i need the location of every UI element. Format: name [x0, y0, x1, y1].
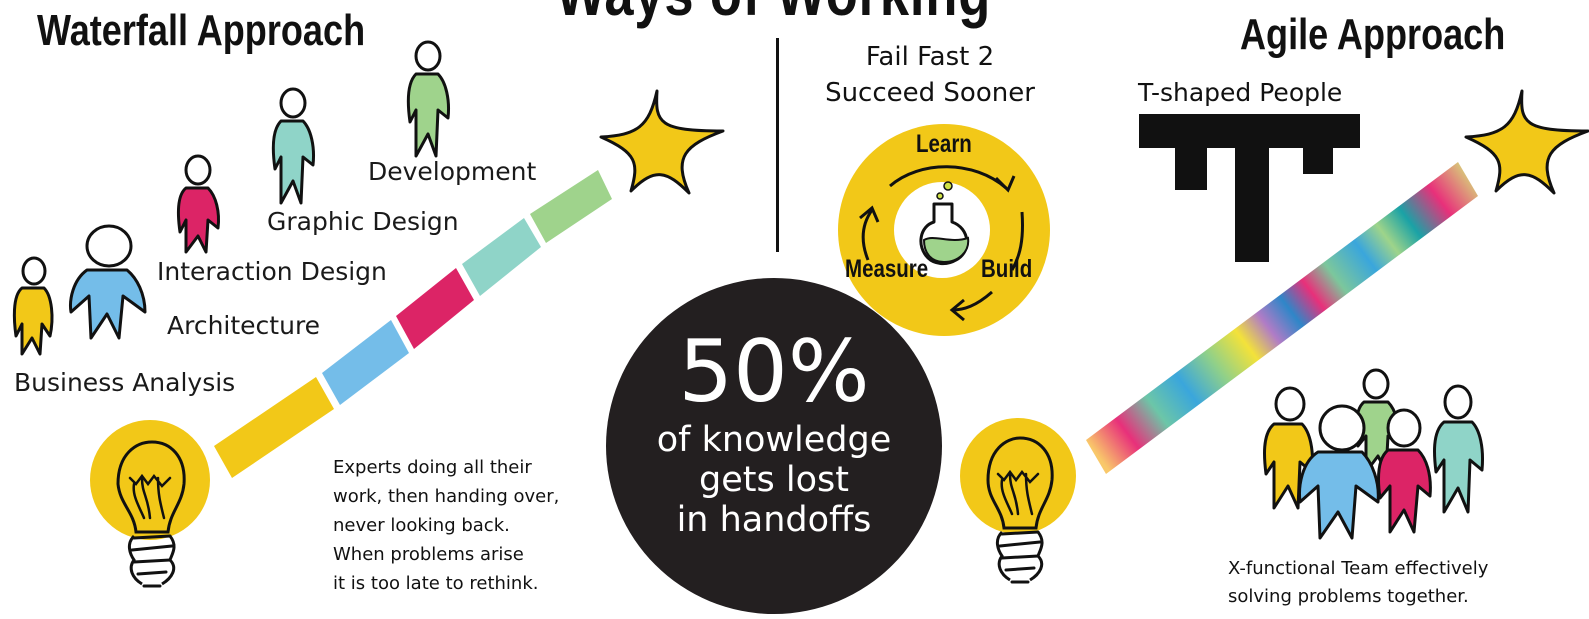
stat-value: 50% — [678, 322, 870, 422]
person-icon — [1298, 404, 1380, 540]
person-icon — [176, 154, 220, 254]
star-icon — [599, 89, 725, 195]
person-icon — [69, 224, 147, 340]
page-title: Ways of Working — [556, 0, 991, 30]
build-measure-learn-cycle — [838, 124, 1050, 336]
tshape-label: T-shaped People — [1138, 78, 1343, 107]
waterfall-heading: Waterfall Approach — [37, 6, 366, 55]
stat-caption-line: gets lost — [699, 460, 849, 500]
stat-caption-line: of knowledge — [656, 420, 892, 460]
waterfall-note-line: When problems arise — [333, 544, 524, 565]
person-icon — [271, 87, 315, 205]
waterfall-bar-segment-development — [530, 170, 612, 243]
role-label-graphic-design: Graphic Design — [267, 207, 459, 236]
section-divider — [776, 38, 779, 252]
person-icon — [1376, 408, 1432, 534]
person-icon — [1432, 384, 1484, 514]
lightbulb-icon — [960, 418, 1076, 584]
role-label-architecture: Architecture — [167, 311, 321, 340]
lightbulb-icon — [90, 420, 210, 588]
waterfall-bar-segment-analysis — [214, 377, 334, 478]
person-icon — [406, 40, 450, 158]
star-icon — [1464, 89, 1589, 195]
team-caption-line: solving problems together. — [1228, 586, 1469, 607]
knowledge-loss-stat: 50% of knowledge gets lost in handoffs — [606, 278, 942, 614]
t-shape-icon — [1139, 114, 1360, 262]
waterfall-bar-segment-architecture — [322, 320, 409, 405]
waterfall-note-line: work, then handing over, — [333, 486, 560, 507]
role-label-business-analysis: Business Analysis — [14, 368, 236, 397]
team-icon — [1262, 368, 1484, 540]
person-icon — [1262, 386, 1314, 510]
stat-caption-line: in handoffs — [676, 500, 872, 540]
waterfall-note-line: it is too late to rethink. — [333, 573, 539, 594]
waterfall-note: Experts doing all their work, then handi… — [333, 453, 559, 598]
cycle-label-learn: Learn — [916, 130, 972, 158]
cycle-label-build: Build — [981, 255, 1033, 283]
agile-heading: Agile Approach — [1240, 10, 1506, 59]
flask-icon — [919, 181, 970, 266]
role-label-interaction-design: Interaction Design — [157, 257, 387, 286]
person-icon — [12, 256, 54, 356]
waterfall-note-line: Experts doing all their — [333, 457, 532, 478]
waterfall-bar-segment-interaction — [396, 268, 474, 349]
team-caption-line: X-functional Team effectively — [1228, 558, 1489, 579]
slogan-line-2: Succeed Sooner — [825, 78, 1035, 108]
team-caption: X-functional Team effectively solving pr… — [1228, 555, 1488, 611]
cycle-arrow-icon — [859, 165, 1024, 322]
waterfall-bar-segment-graphic — [462, 218, 541, 296]
slogan-line-1: Fail Fast 2 — [865, 42, 995, 72]
cycle-label-measure: Measure — [845, 255, 929, 283]
waterfall-note-line: never looking back. — [333, 515, 510, 536]
role-label-development: Development — [368, 157, 537, 186]
